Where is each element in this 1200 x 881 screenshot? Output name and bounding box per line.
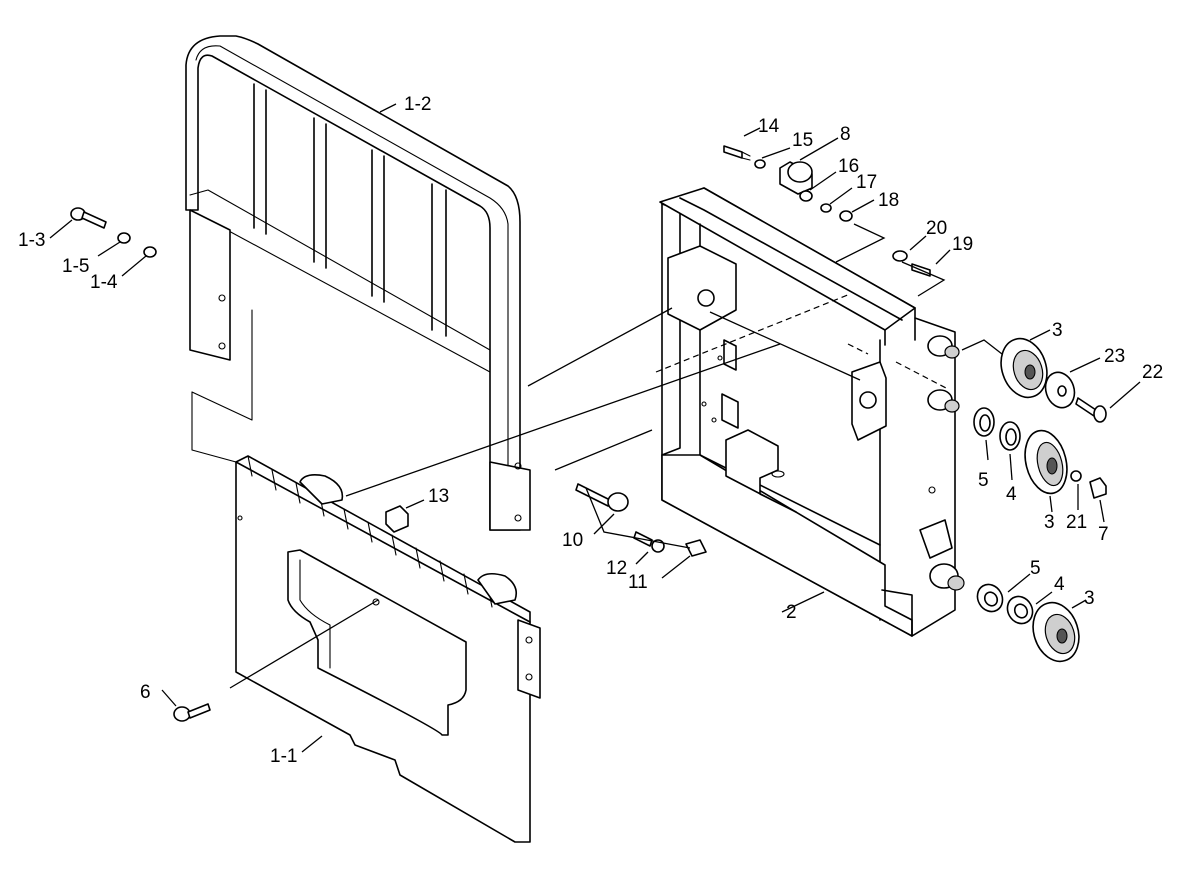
part-4-spacer-lower [1006, 595, 1034, 625]
label-10: 10 [562, 530, 583, 551]
label-17: 17 [856, 172, 877, 193]
part-14-bolt [723, 145, 751, 161]
label-20: 20 [926, 218, 947, 239]
label-5-upper: 5 [978, 470, 989, 491]
label-22: 22 [1142, 362, 1163, 383]
label-12: 12 [606, 558, 627, 579]
part-10-pin [575, 483, 629, 512]
label-1-5: 1-5 [62, 256, 89, 277]
label-19: 19 [952, 234, 973, 255]
label-1-3: 1-3 [18, 230, 45, 251]
part-17-washer [820, 203, 832, 213]
label-15: 15 [792, 130, 813, 151]
label-13: 13 [428, 486, 449, 507]
part-8-bushing [779, 161, 813, 195]
part-3-roller-upper [1000, 337, 1048, 399]
callout-labels: 1-2 1-3 1-5 1-4 6 1-1 2 13 10 12 11 14 1… [18, 94, 1163, 767]
part-1-1-fork-plate [235, 455, 541, 843]
label-16: 16 [838, 156, 859, 177]
label-3-lower: 3 [1084, 588, 1095, 609]
label-1-1: 1-1 [270, 746, 297, 767]
part-22-bolt [1075, 397, 1107, 423]
part-1-3-bolt [70, 207, 107, 229]
part-21-ball [1070, 470, 1082, 482]
part-5-spacer-lower [976, 583, 1004, 613]
label-1-4: 1-4 [90, 272, 118, 293]
label-4-lower: 4 [1054, 574, 1065, 595]
part-3-roller-middle [1024, 429, 1068, 495]
label-1-2: 1-2 [404, 94, 431, 115]
label-5-lower: 5 [1030, 558, 1041, 579]
label-7: 7 [1098, 524, 1109, 545]
part-1-2-backrest [185, 35, 531, 531]
label-2: 2 [786, 602, 797, 623]
part-7-cap [1089, 477, 1107, 499]
label-3-upper: 3 [1052, 320, 1063, 341]
label-23: 23 [1104, 346, 1125, 367]
part-6-bolt [173, 703, 211, 722]
part-11-clip [685, 539, 707, 557]
assembly-lines [229, 223, 1003, 689]
part-23-washer [1044, 371, 1076, 409]
label-14: 14 [758, 116, 780, 137]
part-5-spacer-upper [973, 407, 995, 437]
part-4-spacer-upper [999, 421, 1021, 451]
label-6: 6 [140, 682, 151, 703]
part-13-cap [385, 505, 409, 533]
part-3-roller-lower [1032, 601, 1080, 663]
part-18-washer [839, 210, 853, 222]
part-1-4-washer [143, 246, 157, 258]
label-11: 11 [628, 572, 648, 593]
label-8: 8 [840, 124, 851, 145]
callout-leaders [49, 103, 1141, 753]
label-4-upper: 4 [1006, 484, 1017, 505]
part-2-carriage-frame [659, 187, 965, 637]
label-3-middle: 3 [1044, 512, 1055, 533]
part-15-washer [754, 159, 766, 169]
frame-studs [927, 335, 965, 591]
part-1-5-washer [117, 232, 131, 244]
part-16-washer [799, 190, 813, 202]
label-21: 21 [1066, 512, 1087, 533]
label-18: 18 [878, 190, 899, 211]
part-20-nut [892, 250, 908, 262]
